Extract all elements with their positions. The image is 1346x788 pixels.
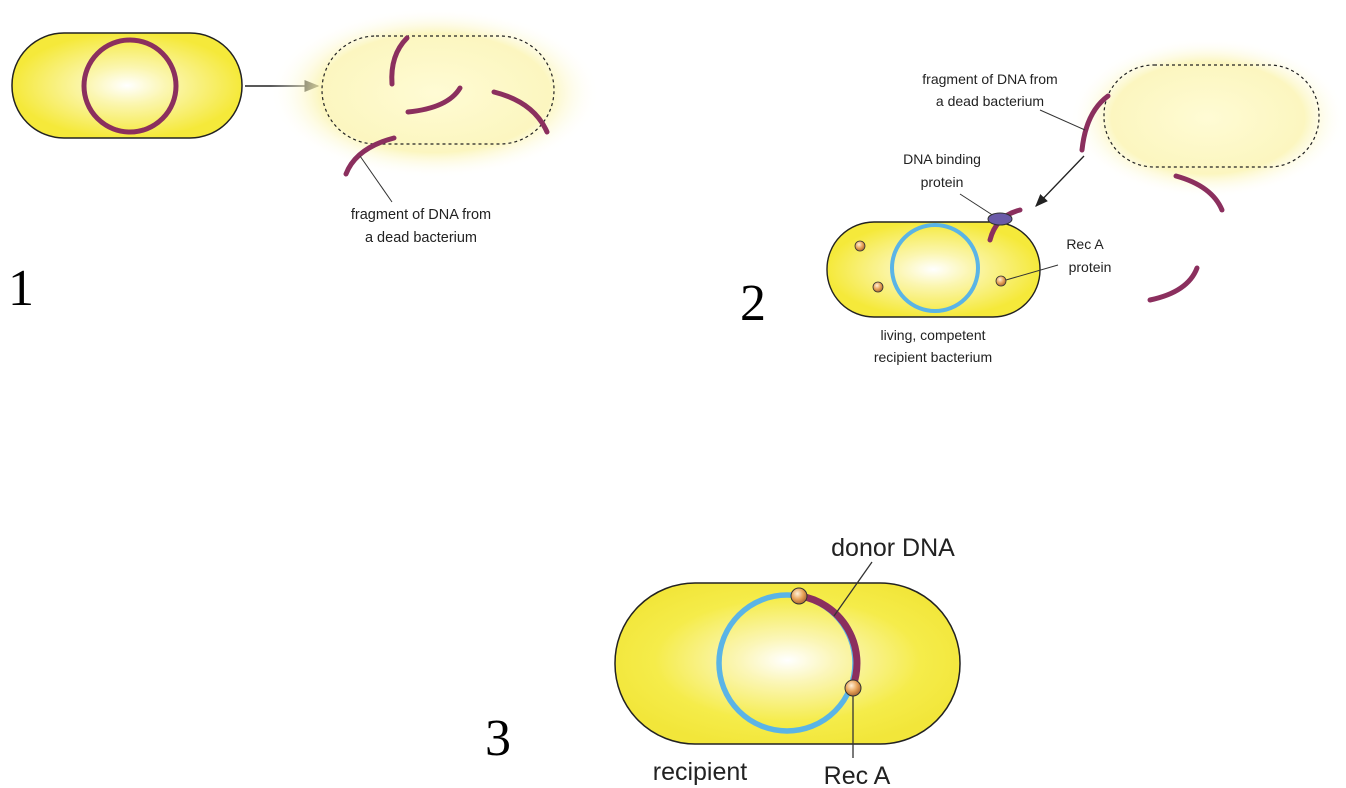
bacterium-cell [12,33,242,138]
dna-binding-protein [988,213,1012,225]
fragment-label-1b: a dead bacterium [365,230,477,246]
reca-protein [996,276,1006,286]
panel-number-3: 3 [485,710,511,767]
panel-1: fragment of DNA from a dead bacterium 1 [8,8,600,317]
panel-number-1: 1 [8,260,34,317]
fragment-label-2b: a dead bacterium [936,93,1044,109]
dead-cell-glow [270,8,600,178]
binding-pointer [960,194,994,216]
fragment-label-1a: fragment of DNA from [351,207,491,223]
recipient-label: recipient [653,758,748,786]
recipient-bacterium-cell [615,583,960,744]
dead-cell-glow [1070,38,1346,198]
reca-protein [845,680,861,696]
uptake-arrow [1036,156,1084,206]
reca-protein [873,282,883,292]
panel-number-2: 2 [740,275,766,332]
reca-protein [791,588,807,604]
reca-label-a: Rec A [1066,236,1104,252]
recipient-label-a: living, competent [880,327,985,343]
binding-label-a: DNA binding [903,151,981,167]
recipient-label-b: recipient bacterium [874,349,992,365]
reca-label-b: protein [1069,259,1112,275]
fragment-label-2a: fragment of DNA from [922,71,1057,87]
reca-protein [855,241,865,251]
recipient-bacterium-cell [827,222,1040,317]
panel-3: donor DNA Rec A recipient 3 [485,534,960,788]
panel-2: fragment of DNA from a dead bacterium DN… [740,38,1346,365]
reca-label: Rec A [824,762,891,788]
binding-label-b: protein [921,174,964,190]
dna-fragment [1150,268,1197,300]
donor-dna-label: donor DNA [831,534,955,562]
